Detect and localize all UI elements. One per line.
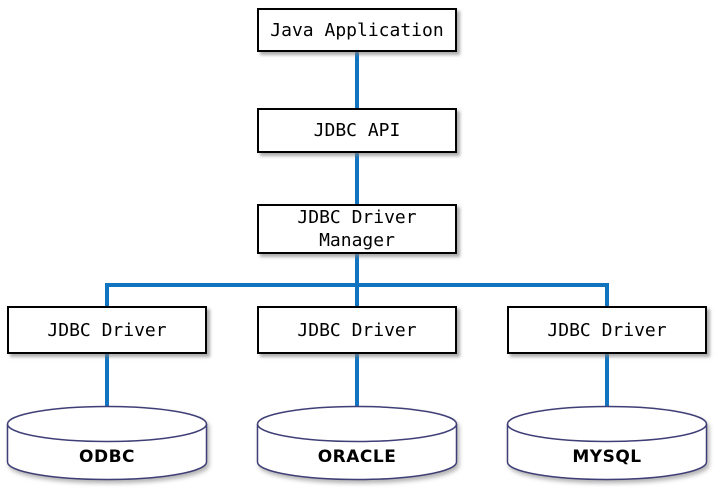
node-jdbc-driver-manager-label-line1: JDBC Driver [297, 207, 417, 228]
node-jdbc-driver-right: JDBC Driver [507, 306, 707, 354]
node-jdbc-driver-middle: JDBC Driver [257, 306, 457, 354]
connector-bus-to-left-driver [105, 283, 109, 307]
connector-horizontal-bus [105, 283, 609, 287]
node-java-application: Java Application [257, 8, 457, 52]
node-jdbc-driver-middle-label: JDBC Driver [297, 319, 417, 341]
connector-left-driver-to-odbc [105, 353, 109, 408]
connector-bus-to-right-driver [605, 283, 609, 307]
database-mysql: MYSQL [506, 405, 708, 482]
database-cylinder-icon [6, 405, 208, 481]
database-cylinder-icon [256, 405, 458, 481]
database-mysql-label: MYSQL [572, 447, 642, 467]
connector-right-driver-to-mysql [605, 353, 609, 408]
database-odbc: ODBC [6, 405, 208, 482]
node-jdbc-driver-right-label: JDBC Driver [547, 319, 667, 341]
node-jdbc-driver-manager-label-line2: Manager [319, 230, 395, 251]
node-jdbc-api: JDBC API [257, 108, 457, 153]
node-jdbc-api-label: JDBC API [313, 120, 401, 141]
connector-app-to-api [355, 52, 359, 109]
node-jdbc-driver-left-label: JDBC Driver [47, 319, 167, 341]
node-jdbc-driver-manager: JDBC Driver Manager [257, 204, 457, 254]
database-cylinder-icon [506, 405, 708, 481]
database-oracle-label: ORACLE [317, 447, 397, 467]
node-java-application-label: Java Application [270, 19, 444, 41]
connector-api-to-manager [355, 152, 359, 205]
database-odbc-label: ODBC [79, 447, 135, 467]
node-jdbc-driver-left: JDBC Driver [7, 306, 207, 354]
database-oracle: ORACLE [256, 405, 458, 482]
connector-manager-to-middle-driver [355, 253, 359, 307]
connector-middle-driver-to-oracle [355, 353, 359, 408]
